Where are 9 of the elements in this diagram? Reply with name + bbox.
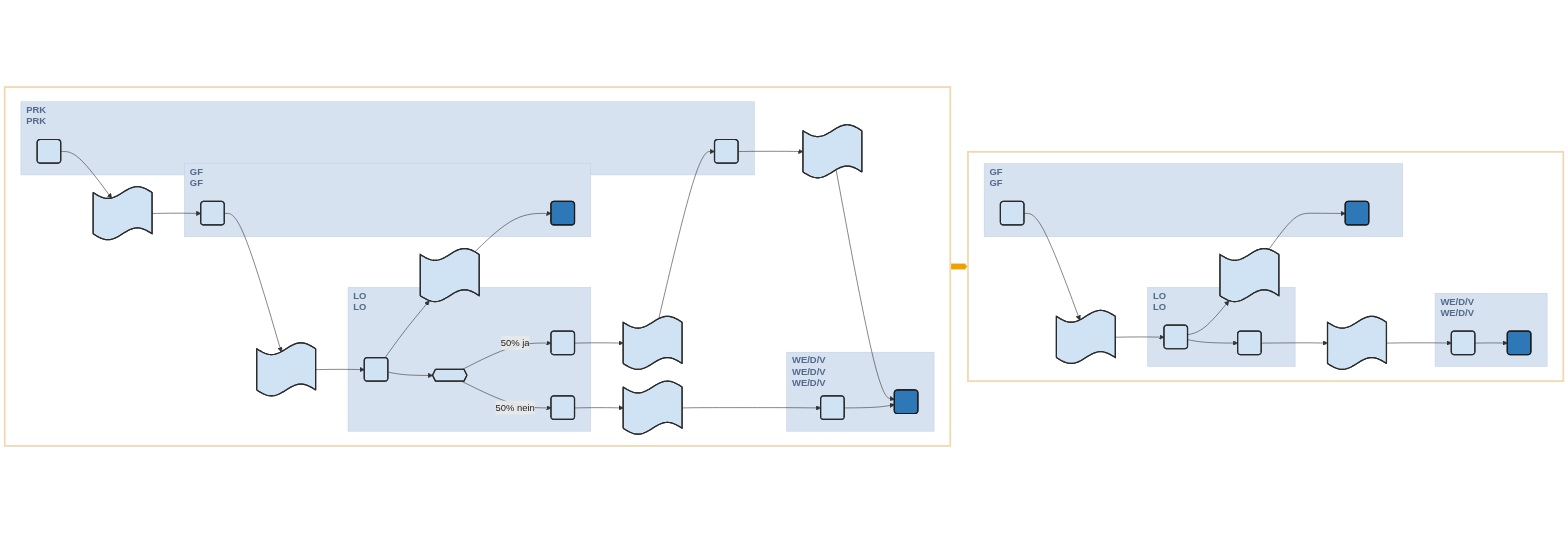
cluster: WE/D/V WE/D/V WE/D/V [786,351,935,432]
edge-label: 50% ja [500,337,530,348]
cluster: GF GF [184,163,592,238]
cluster [3,86,952,447]
cluster [967,151,1565,382]
cluster: GF GF [983,163,1403,238]
edge-label: 50% nein [495,402,535,413]
cluster: LO LO [1147,287,1296,367]
cluster: WE/D/V WE/D/V [1434,293,1548,367]
